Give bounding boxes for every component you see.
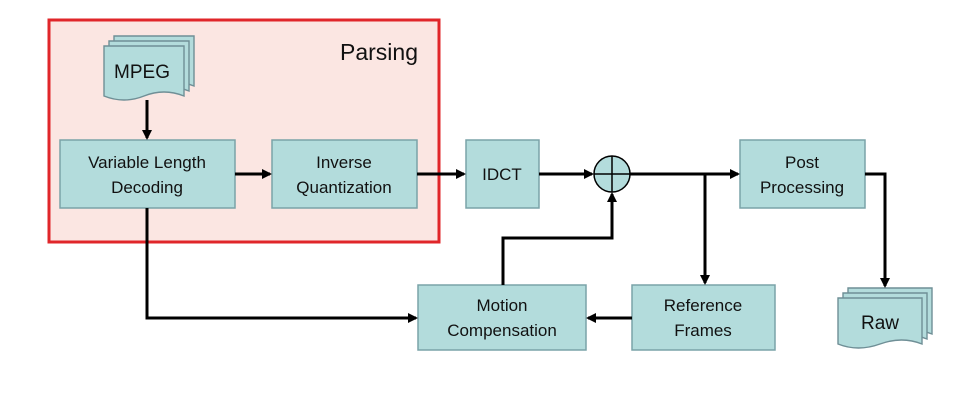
mpeg-document-stack: MPEG bbox=[103, 35, 195, 101]
post-processing-block: Post Processing bbox=[739, 139, 866, 209]
iq-label-line1: Inverse bbox=[316, 153, 372, 172]
parsing-label: Parsing bbox=[340, 39, 418, 65]
inverse-quantization-block: Inverse Quantization bbox=[271, 139, 418, 209]
ref-label-line1: Reference bbox=[664, 296, 742, 315]
reference-frames-block: Reference Frames bbox=[631, 284, 776, 351]
idct-block: IDCT bbox=[465, 139, 540, 209]
adder-node bbox=[593, 155, 631, 193]
raw-label: Raw bbox=[861, 313, 899, 334]
motion-compensation-block: Motion Compensation bbox=[417, 284, 587, 351]
mpeg-label: MPEG bbox=[114, 62, 170, 83]
connectors bbox=[142, 100, 890, 323]
mc-label-line2: Compensation bbox=[447, 321, 557, 340]
variable-length-decoding-block: Variable Length Decoding bbox=[59, 139, 236, 209]
raw-document-icon bbox=[837, 297, 923, 349]
raw-document-stack: Raw bbox=[837, 287, 933, 349]
vld-label-line1: Variable Length bbox=[88, 153, 206, 172]
arrow-vld-to-mc bbox=[145, 208, 418, 323]
arrow-mc-to-adder bbox=[501, 192, 617, 285]
mpeg-document-icon bbox=[103, 45, 185, 101]
iq-label-line2: Quantization bbox=[296, 178, 391, 197]
arrow-post-to-raw bbox=[865, 172, 890, 288]
mc-label-line1: Motion bbox=[476, 296, 527, 315]
ref-label-line2: Frames bbox=[674, 321, 732, 340]
vld-label-line2: Decoding bbox=[111, 178, 183, 197]
idct-label: IDCT bbox=[482, 165, 522, 184]
post-label-line2: Processing bbox=[760, 178, 844, 197]
post-label-line1: Post bbox=[785, 153, 819, 172]
